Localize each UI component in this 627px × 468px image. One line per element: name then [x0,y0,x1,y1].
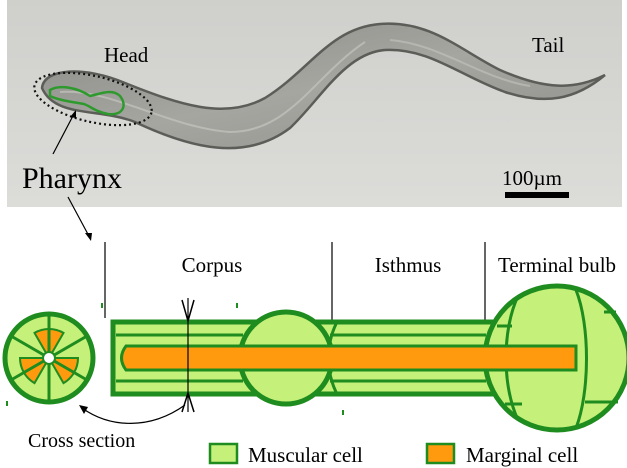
tail-label: Tail [532,33,565,57]
lumen [43,352,55,364]
cross-section [5,314,93,402]
pharynx-schematic: Corpus Isthmus Terminal bulb [7,242,627,430]
cross-section-label: Cross section [28,430,135,452]
head-label: Head [104,43,149,67]
legend-label-marginal: Marginal cell [466,443,578,467]
scale-bar [505,192,569,198]
legend-label-muscular: Muscular cell [248,443,363,467]
legend-swatch-marginal [427,444,454,463]
worm-photo: Head Tail Pharynx 100µm [7,0,622,207]
section-terminal-bulb-label: Terminal bulb [498,253,616,277]
scale-bar-label: 100µm [502,166,562,190]
marginal-cell-strip [122,346,577,370]
section-isthmus-label: Isthmus [375,253,442,277]
pharynx-label: Pharynx [22,162,122,195]
legend: Muscular cell Marginal cell [210,443,578,467]
section-corpus-label: Corpus [182,253,243,277]
legend-swatch-muscular [210,444,237,463]
cross-section-arrowhead [79,405,88,414]
cross-section-arrow [82,405,185,423]
connector-arrowhead [85,233,92,241]
